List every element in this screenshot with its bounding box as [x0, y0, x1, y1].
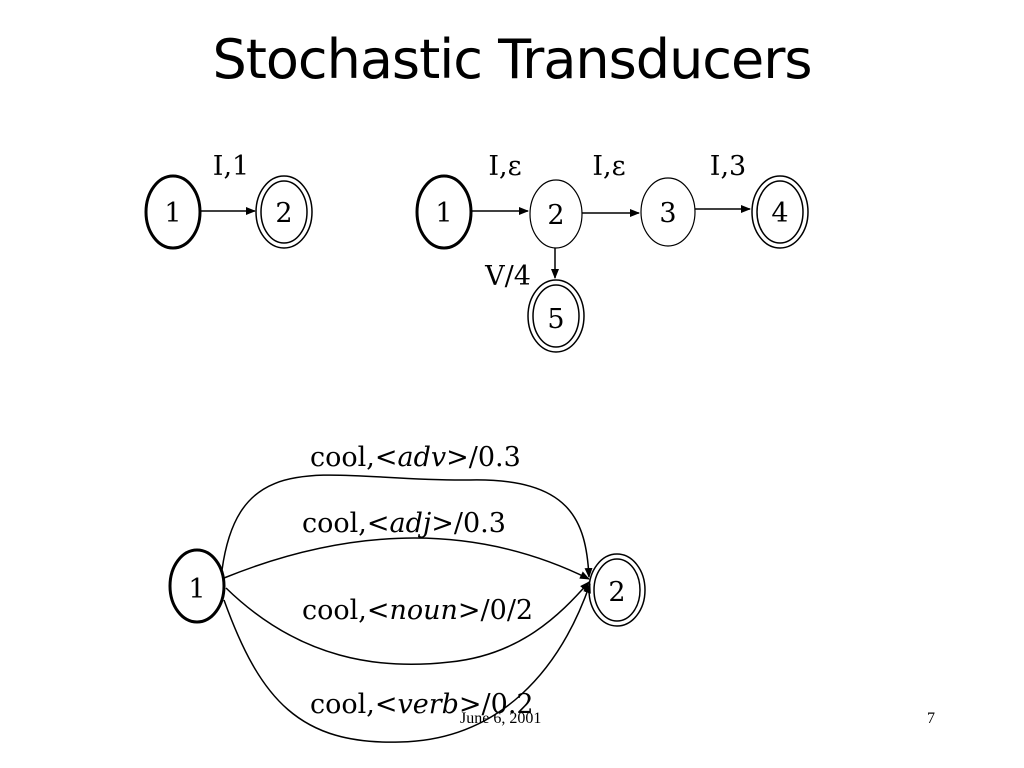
diagram-b-edge-2-5-label: V/4: [484, 261, 531, 292]
diagram-b-node-5-label: 5: [547, 304, 564, 335]
diagram-a-node-2-outer: [255, 175, 313, 249]
diagram-a-node-1: [144, 174, 202, 250]
diagram-b-edge-1-2-label: I,ε: [488, 151, 521, 182]
diagram-b-node-1: [415, 174, 473, 250]
diagram-c-edge-verb-label: cool,<verb>/0.2: [310, 689, 534, 720]
edge-adj-prefix: cool,<: [302, 508, 389, 539]
diagram-b: 1 2 3 4 5 I,ε I,ε I,3 V/4: [415, 151, 809, 353]
diagram-b-node-3-label: 3: [659, 198, 676, 229]
diagram-c-edge-adv: [221, 474, 593, 578]
diagram-c-node-1: [168, 548, 226, 624]
diagram-a-edge-label: I,1: [213, 151, 249, 182]
diagram-a-node-2-label: 2: [275, 198, 292, 229]
diagram-b-node-1-label: 1: [435, 198, 452, 229]
footer-date: June 6, 2001: [460, 710, 542, 727]
edge-noun-prefix: cool,<: [302, 595, 389, 626]
diagram-b-node-4-outer: [751, 175, 809, 249]
diagram-b-node-3: [640, 177, 696, 247]
diagram-c-edge-verb: [223, 583, 591, 743]
diagram-a-node-2-inner: [260, 180, 308, 244]
diagram-c-node-1-label: 1: [188, 574, 205, 605]
footer-page-number: 7: [927, 710, 935, 727]
diagram-c-edge-noun-label: cool,<noun>/0/2: [302, 595, 533, 626]
edge-adv-suffix: >/0.3: [446, 442, 521, 473]
diagram-a-node-1-label: 1: [164, 198, 181, 229]
diagram-c: 1 2 cool,<adv>/0.3 cool,<adj>/0.3 cool,<…: [168, 442, 646, 743]
slide-title: Stochastic Transducers: [212, 28, 812, 91]
edge-adj-tag: adj: [389, 508, 431, 539]
edge-adv-tag: adv: [397, 442, 446, 473]
diagram-c-node-2-label: 2: [608, 577, 625, 608]
diagram-c-edge-adv-label: cool,<adv>/0.3: [310, 442, 521, 473]
diagram-c-edge-adj: [223, 537, 590, 580]
diagram-c-edge-noun: [225, 581, 590, 666]
edge-noun-suffix: >/0/2: [458, 595, 533, 626]
edge-verb-tag: verb: [397, 689, 458, 720]
edge-adj-suffix: >/0.3: [431, 508, 506, 539]
diagram-b-node-4-inner: [756, 180, 804, 244]
diagram-b-node-2-label: 2: [547, 200, 564, 231]
diagram-b-node-5-outer: [527, 279, 585, 353]
diagram-a: 1 2 I,1: [144, 151, 313, 250]
diagram-b-edge-3-4-label: I,3: [710, 151, 746, 182]
diagram-b-node-5-inner: [532, 284, 580, 348]
edge-verb-prefix: cool,<: [310, 689, 397, 720]
diagram-b-node-2: [529, 179, 583, 249]
diagram-b-edge-2-3-label: I,ε: [592, 151, 625, 182]
diagram-c-edge-adj-label: cool,<adj>/0.3: [302, 508, 506, 539]
edge-noun-tag: noun: [389, 595, 457, 626]
diagram-c-node-2-inner: [593, 558, 641, 622]
edge-adv-prefix: cool,<: [310, 442, 397, 473]
diagram-b-node-4-label: 4: [771, 198, 788, 229]
edge-verb-suffix: >/0.2: [459, 689, 534, 720]
